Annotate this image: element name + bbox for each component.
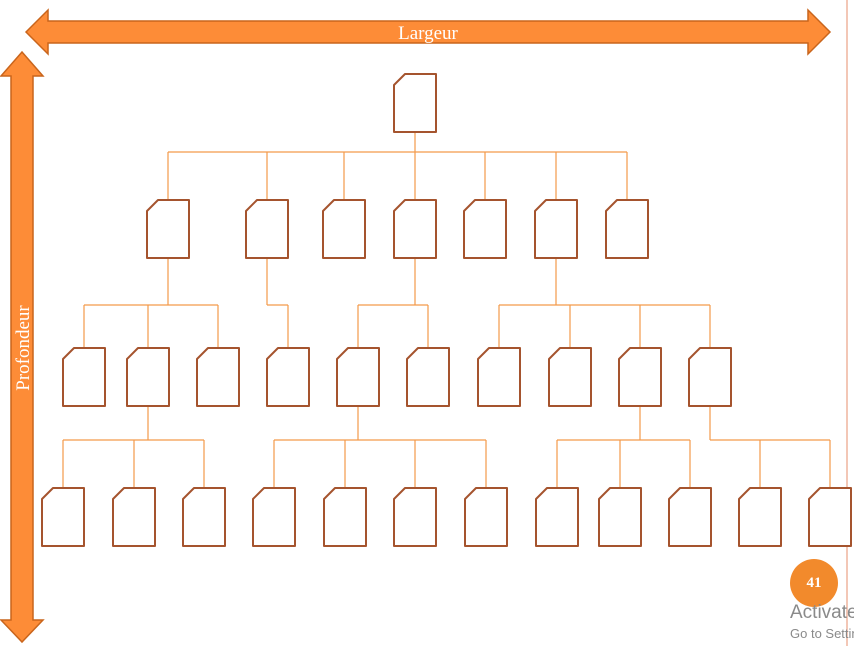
- activation-watermark: Activate Go to Settings: [790, 603, 854, 640]
- width-label: Largeur: [398, 23, 458, 44]
- document-icon: [598, 487, 642, 547]
- activation-title: Activate: [790, 602, 854, 623]
- tree-connectors: [62, 132, 831, 488]
- document-icon: [126, 347, 170, 407]
- depth-arrow: [0, 50, 45, 644]
- document-icon: [323, 487, 367, 547]
- document-icon: [605, 199, 649, 259]
- document-icon: [322, 199, 366, 259]
- tree-nodes: [41, 73, 852, 547]
- document-icon: [146, 199, 190, 259]
- document-icon: [266, 347, 310, 407]
- slide-border-rule: [846, 0, 848, 646]
- document-icon: [62, 347, 106, 407]
- document-icon: [245, 199, 289, 259]
- document-icon: [393, 73, 437, 133]
- document-icon: [464, 487, 508, 547]
- width-arrow: [24, 8, 832, 56]
- document-icon: [808, 487, 852, 547]
- page-number-badge: 41: [790, 559, 838, 607]
- document-icon: [406, 347, 450, 407]
- document-icon: [535, 487, 579, 547]
- document-icon: [336, 347, 380, 407]
- document-icon: [393, 199, 437, 259]
- document-icon: [112, 487, 156, 547]
- depth-label: Profondeur: [13, 305, 34, 391]
- document-icon: [477, 347, 521, 407]
- document-icon: [534, 199, 578, 259]
- document-icon: [393, 487, 437, 547]
- document-icon: [688, 347, 732, 407]
- document-icon: [252, 487, 296, 547]
- document-icon: [41, 487, 85, 547]
- document-icon: [548, 347, 592, 407]
- document-icon: [463, 199, 507, 259]
- document-icon: [196, 347, 240, 407]
- document-icon: [668, 487, 712, 547]
- document-icon: [618, 347, 662, 407]
- document-icon: [738, 487, 782, 547]
- document-icon: [182, 487, 226, 547]
- activation-subtitle: Go to Settings: [790, 626, 854, 641]
